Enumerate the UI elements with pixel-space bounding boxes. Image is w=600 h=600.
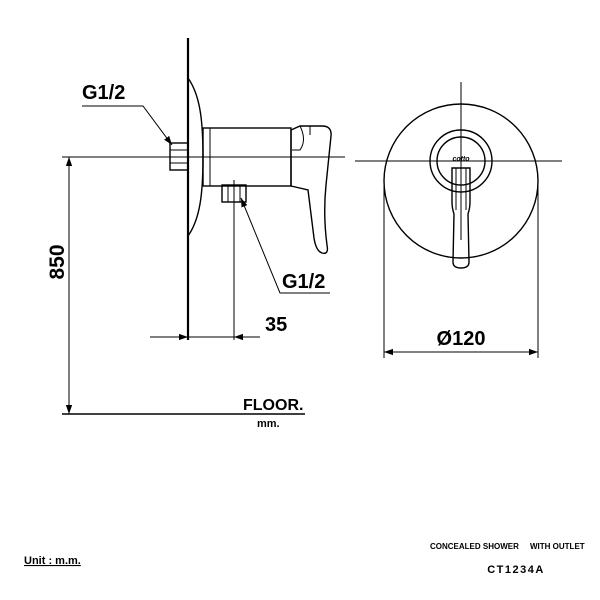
title-block: Unit : m.m. CONCEALED SHOWER WITH OUTLET… [24, 542, 585, 576]
offset-dim-value: 35 [265, 314, 287, 336]
brand-mark: cotto [452, 156, 470, 163]
unit-note: Unit : m.m. [24, 555, 81, 567]
height-dim-value: 850 [46, 244, 69, 279]
side-view: 850 FLOOR. mm. 35 G1/2 G1/2 [46, 38, 345, 430]
inlet-leader-line [82, 105, 173, 146]
lever-handle [290, 125, 332, 255]
floor-unit: mm. [257, 418, 280, 430]
diameter-dim-value: Ø120 [437, 328, 486, 350]
inlet-fitting [169, 142, 189, 171]
product-description: CONCEALED SHOWER WITH OUTLET [430, 542, 585, 551]
front-lever-handle [451, 167, 471, 269]
inlet-thread-label: G1/2 [82, 82, 125, 104]
floor-label: FLOOR. [243, 397, 303, 414]
model-code: CT1234A [487, 564, 545, 576]
outlet-leader-line [240, 197, 330, 294]
escutcheon-inner-ring [429, 129, 493, 193]
outlet-thread-label: G1/2 [282, 271, 325, 293]
front-view: cotto Ø120 [355, 82, 562, 358]
